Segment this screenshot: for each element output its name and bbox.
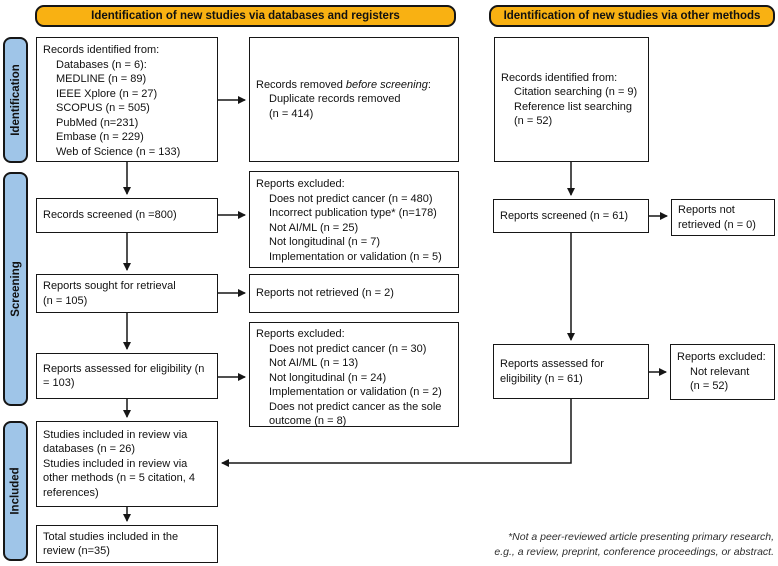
box-reports-assessed-eligibility: Reports assessed for eligibility (n= 103… bbox=[36, 353, 218, 399]
footnote-line2: e.g., a review, preprint, conference pro… bbox=[494, 546, 774, 558]
box-records-removed-before-screening: Records removed before screening:Duplica… bbox=[249, 37, 459, 162]
box-records-screened: Records screened (n =800) bbox=[36, 198, 218, 233]
header-databases-registers: Identification of new studies via databa… bbox=[35, 5, 456, 27]
box-reports-excluded-screening: Reports excluded:Does not predict cancer… bbox=[249, 171, 459, 268]
stage-screening: Screening bbox=[3, 172, 28, 406]
footnote: *Not a peer-reviewed article presenting … bbox=[434, 530, 774, 560]
stage-included-label: Included bbox=[9, 467, 22, 515]
box-reports-excluded-other: Reports excluded:Not relevant(n = 52) bbox=[670, 344, 775, 400]
box-records-identified-other: Records identified from:Citation searchi… bbox=[494, 37, 649, 162]
box-reports-sought-retrieval: Reports sought for retrieval(n = 105) bbox=[36, 274, 218, 313]
box-reports-not-retrieved: Reports not retrieved (n = 2) bbox=[249, 274, 459, 313]
stage-screening-label: Screening bbox=[9, 261, 22, 317]
header-other-methods: Identification of new studies via other … bbox=[489, 5, 775, 27]
stage-included: Included bbox=[3, 421, 28, 561]
footnote-line1: *Not a peer-reviewed article presenting … bbox=[508, 531, 774, 543]
box-reports-excluded-eligibility: Reports excluded:Does not predict cancer… bbox=[249, 322, 459, 427]
stage-identification-label: Identification bbox=[9, 64, 22, 136]
box-reports-screened-other: Reports screened (n = 61) bbox=[493, 199, 649, 233]
stage-identification: Identification bbox=[3, 37, 28, 163]
box-records-identified-databases: Records identified from:Databases (n = 6… bbox=[36, 37, 218, 162]
